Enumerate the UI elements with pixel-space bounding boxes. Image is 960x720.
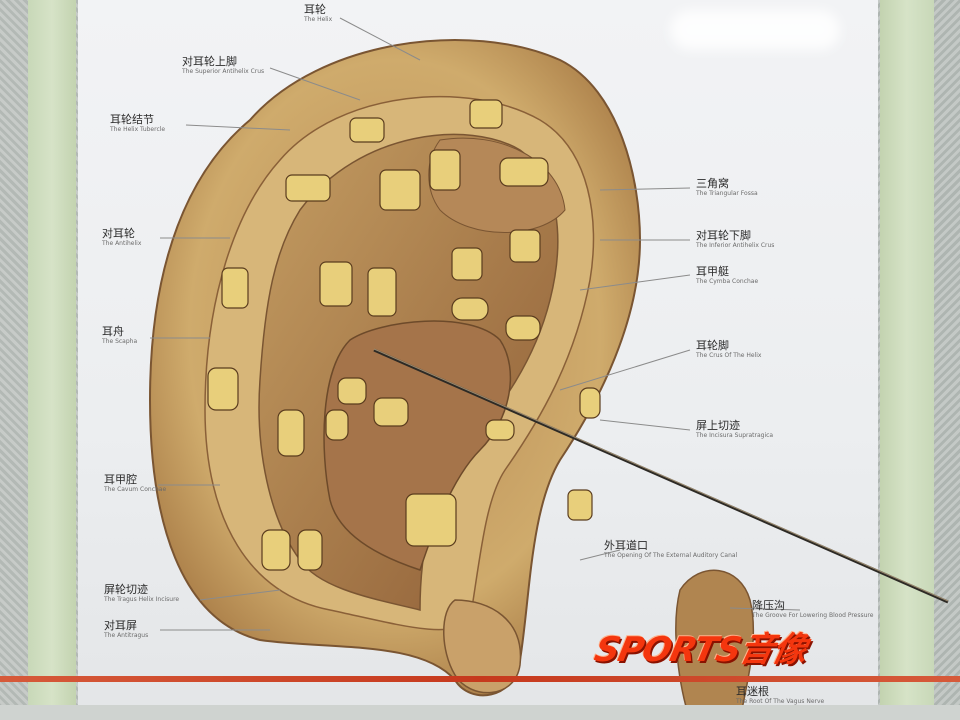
- acupoint: [429, 149, 461, 191]
- pointer-stick-highlight: [373, 348, 949, 602]
- channel-logo: SPORTS音像: [591, 630, 811, 670]
- acupoint: [349, 117, 385, 143]
- acupoint: [285, 174, 331, 202]
- pointer-stick: [373, 348, 949, 604]
- acupoint: [207, 367, 239, 411]
- acupoint: [221, 267, 249, 309]
- bottom-strip: [0, 705, 960, 720]
- acupoint: [373, 397, 409, 427]
- acupoint: [499, 157, 549, 187]
- frame-trim-left: [28, 0, 76, 720]
- acupoint: [319, 261, 353, 307]
- leader-lines: [150, 17, 801, 631]
- acupoint: [297, 529, 323, 571]
- chart-frame-left: [0, 0, 80, 720]
- ear-lobe: [443, 599, 522, 694]
- acupoint: [277, 409, 305, 457]
- acupoint: [509, 229, 541, 263]
- acupoint-markers: [207, 99, 601, 571]
- acupoint: [469, 99, 503, 129]
- acupoint: [451, 247, 483, 281]
- acupoint: [579, 387, 601, 419]
- acupoint: [261, 529, 291, 571]
- light-glare: [670, 10, 840, 50]
- broadcast-bar: [0, 676, 960, 682]
- acupoint: [485, 419, 515, 441]
- acupoint: [337, 377, 367, 405]
- acupoint: [325, 409, 349, 441]
- acupoint: [567, 489, 593, 521]
- acupoint: [451, 297, 489, 321]
- acupoint: [379, 169, 421, 211]
- frame-trim-right: [880, 0, 934, 720]
- acupoint: [505, 315, 541, 341]
- acupoint: [367, 267, 397, 317]
- acupoint: [405, 493, 457, 547]
